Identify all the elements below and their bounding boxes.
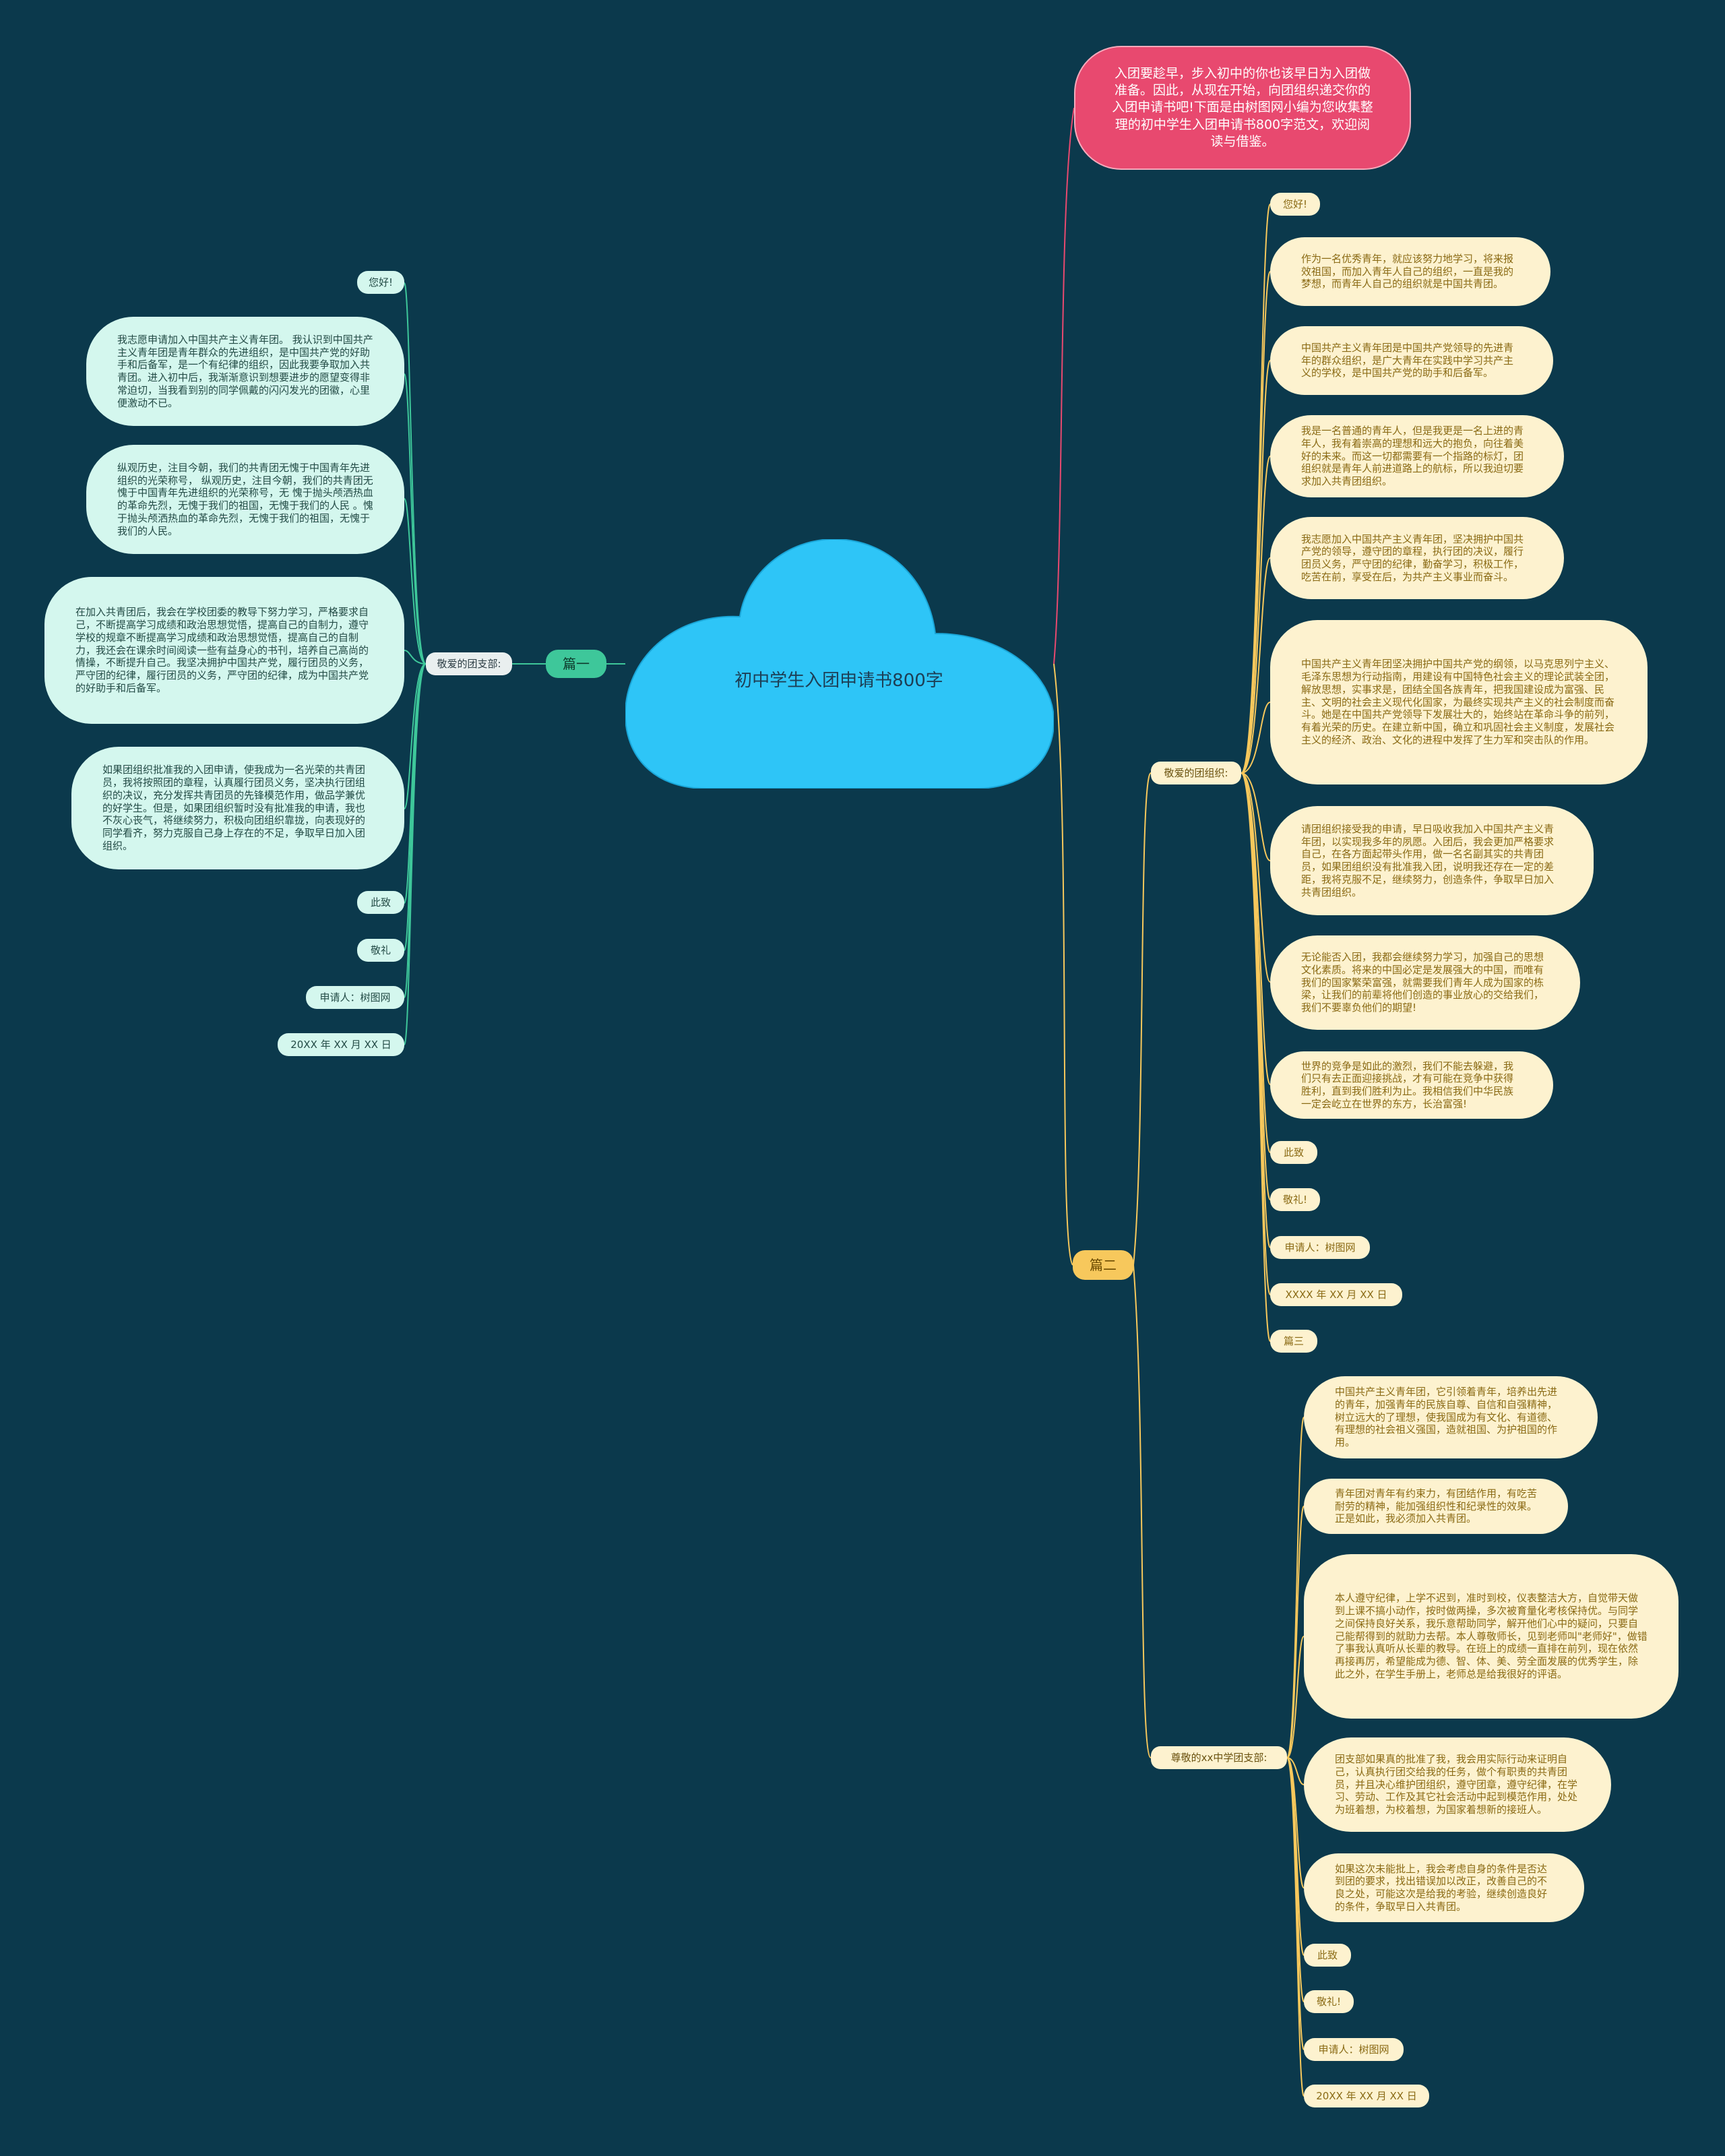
- part2-leaf-date[interactable]: XXXX 年 XX 月 XX 日: [1270, 1283, 1402, 1306]
- part2-leaf-part3[interactable]: 篇三: [1270, 1330, 1317, 1353]
- part2b-leaf-paragraph[interactable]: 中国共产主义青年团，它引领着青年，培养出先进的青年，加强青年的民族自尊、自信和自…: [1304, 1376, 1598, 1458]
- part1-leaf-date[interactable]: 20XX 年 XX 月 XX 日: [278, 1033, 404, 1056]
- part2-greeting-group-2[interactable]: 尊敬的xx中学团支部:: [1151, 1746, 1287, 1769]
- branch-part1[interactable]: 篇一: [546, 650, 606, 678]
- part2-leaf-paragraph[interactable]: 世界的竞争是如此的激烈，我们不能去躲避，我们只有去正面迎接挑战，才有可能在竞争中…: [1270, 1051, 1553, 1119]
- part2b-leaf-paragraph[interactable]: 团支部如果真的批准了我，我会用实际行动来证明自己，认真执行团交给我的任务，做个有…: [1304, 1737, 1611, 1832]
- part2b-leaf-salute[interactable]: 敬礼!: [1304, 1990, 1354, 2013]
- part2-leaf-paragraph[interactable]: 无论能否入团，我都会继续努力学习，加强自己的思想文化素质。将来的中国必定是发展强…: [1270, 935, 1580, 1030]
- part1-leaf-salute[interactable]: 敬礼: [357, 939, 404, 962]
- part2-leaf-paragraph[interactable]: 我是一名普通的青年人，但是我更是一名上进的青年人，我有着崇高的理想和远大的抱负，…: [1270, 415, 1564, 497]
- part2-leaf-paragraph[interactable]: 中国共产主义青年团坚决拥护中国共产党的纲领，以马克思列宁主义、毛泽东思想为行动指…: [1270, 620, 1648, 784]
- part1-greeting-group[interactable]: 敬爱的团支部:: [426, 652, 512, 675]
- part1-leaf-applicant[interactable]: 申请人：树图网: [306, 986, 404, 1009]
- part2-greeting-group-1[interactable]: 敬爱的团组织:: [1151, 762, 1241, 784]
- part1-leaf-closing[interactable]: 此致: [357, 891, 404, 914]
- center-cloud-shape: [625, 539, 1054, 789]
- part1-leaf-paragraph[interactable]: 纵观历史，注目今朝，我们的共青团无愧于中国青年先进组织的光荣称号， 纵观历史，注…: [86, 445, 404, 554]
- part2-leaf-paragraph[interactable]: 请团组织接受我的申请，早日吸收我加入中国共产主义青年团，以实现我多年的夙愿。入团…: [1270, 806, 1594, 915]
- center-topic-title[interactable]: 初中学生入团申请书800字: [734, 671, 943, 691]
- part2b-leaf-closing[interactable]: 此致: [1304, 1944, 1351, 1967]
- part1-leaf-paragraph[interactable]: 如果团组织批准我的入团申请，使我成为一名光荣的共青团员，我将按照团的章程，认真履…: [71, 747, 404, 869]
- part2b-leaf-paragraph[interactable]: 如果这次未能批上，我会考虑自身的条件是否达到团的要求，找出错误加以改正，改善自己…: [1304, 1853, 1584, 1922]
- branch-part2[interactable]: 篇二: [1073, 1250, 1133, 1280]
- part2b-leaf-paragraph[interactable]: 青年团对青年有约束力，有团结作用，有吃苦耐劳的精神，能加强组织性和纪录性的效果。…: [1304, 1479, 1568, 1534]
- part2b-leaf-date[interactable]: 20XX 年 XX 月 XX 日: [1304, 2085, 1429, 2107]
- part1-leaf-paragraph[interactable]: 我志愿申请加入中国共产主义青年团。 我认识到中国共产主义青年团是青年群众的先进组…: [86, 317, 404, 426]
- part2-leaf-salute[interactable]: 敬礼!: [1270, 1188, 1320, 1211]
- part1-leaf-paragraph[interactable]: 在加入共青团后，我会在学校团委的教导下努力学习，严格要求自己，不断提高学习成绩和…: [44, 577, 404, 724]
- part2-leaf-paragraph[interactable]: 中国共产主义青年团是中国共产党领导的先进青年的群众组织，是广大青年在实践中学习共…: [1270, 326, 1553, 395]
- part2-leaf-greeting[interactable]: 您好!: [1270, 193, 1320, 216]
- part2b-leaf-applicant[interactable]: 申请人：树图网: [1304, 2038, 1404, 2061]
- part2b-leaf-paragraph[interactable]: 本人遵守纪律，上学不迟到，准时到校，仪表整洁大方，自觉带天做到上课不搞小动作，按…: [1304, 1554, 1679, 1719]
- part1-leaf-greeting[interactable]: 您好!: [357, 271, 404, 294]
- part2-leaf-paragraph[interactable]: 我志愿加入中国共产主义青年团，坚决拥护中国共产党的领导，遵守团的章程，执行团的决…: [1270, 517, 1564, 599]
- part2-leaf-applicant[interactable]: 申请人：树图网: [1270, 1236, 1370, 1259]
- intro-node[interactable]: 入团要趁早，步入初中的你也该早日为入团做准备。因此，从现在开始，向团组织递交你的…: [1074, 46, 1411, 170]
- part2-leaf-paragraph[interactable]: 作为一名优秀青年，就应该努力地学习，将来报效祖国，而加入青年人自己的组织，一直是…: [1270, 237, 1550, 306]
- part2-leaf-closing[interactable]: 此致: [1270, 1141, 1317, 1164]
